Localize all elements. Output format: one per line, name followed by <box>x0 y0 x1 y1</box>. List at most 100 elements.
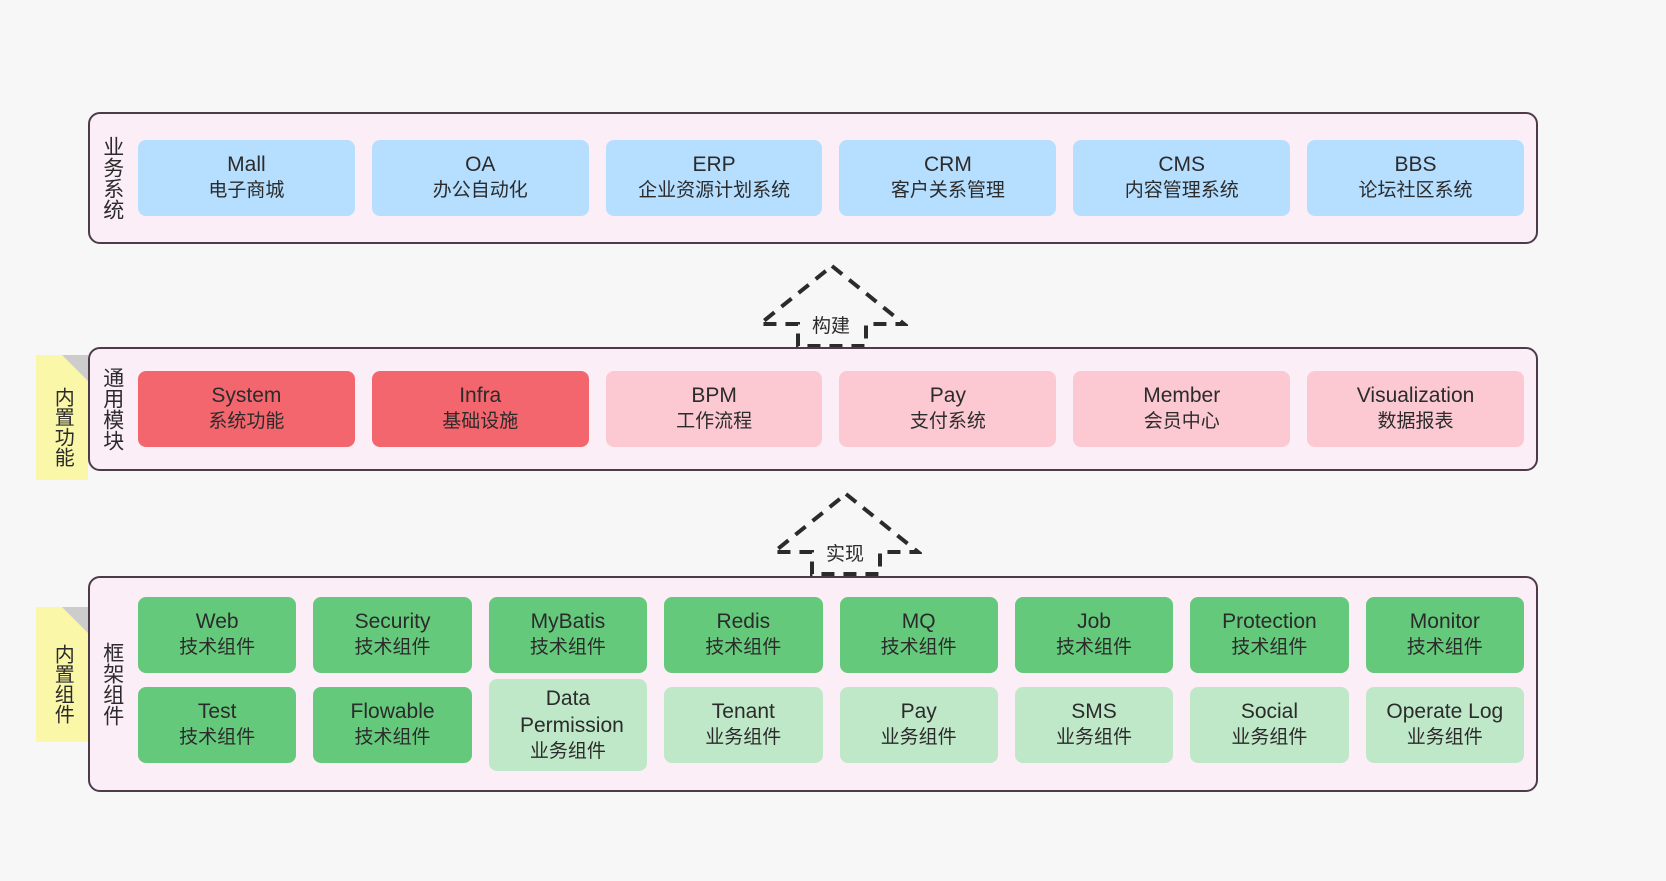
arrow-implement-shape <box>768 491 924 576</box>
card-visualization-desc: 数据报表 <box>1377 411 1454 433</box>
card-flowable-name: Flowable <box>350 700 435 724</box>
card-cms[interactable]: CMS 内容管理系统 <box>1073 140 1291 216</box>
card-tenant[interactable]: Tenant 业务组件 <box>664 687 823 763</box>
card-mq-name: MQ <box>901 610 936 634</box>
card-redis-desc: 技术组件 <box>705 637 782 659</box>
card-bbs[interactable]: BBS 论坛社区系统 <box>1307 140 1524 216</box>
common-module-title: 通用模块 <box>100 367 124 451</box>
card-redis-name: Redis <box>716 610 771 634</box>
business-system-body: Mall 电子商城 OA 办公自动化 ERP 企业资源计划系统 CRM 客户关系… <box>134 114 1536 242</box>
card-member-name: Member <box>1143 384 1221 408</box>
card-crm[interactable]: CRM 客户关系管理 <box>839 140 1057 216</box>
card-pay-component[interactable]: Pay 业务组件 <box>839 687 998 763</box>
card-security-desc: 技术组件 <box>354 637 431 659</box>
card-mall-name: Mall <box>227 153 266 177</box>
card-mq[interactable]: MQ 技术组件 <box>839 597 998 673</box>
card-crm-desc: 客户关系管理 <box>890 180 1005 202</box>
business-system-title: 业务系统 <box>100 136 124 220</box>
card-data-permission-name: Data Permission <box>519 686 624 737</box>
common-module-section: 通用模块 System 系统功能 Infra 基础设施 BPM 工作流程 Pay… <box>88 347 1538 471</box>
card-infra-name: Infra <box>459 384 502 408</box>
card-social[interactable]: Social 业务组件 <box>1190 687 1349 763</box>
card-web-name: Web <box>195 610 239 634</box>
card-monitor-desc: 技术组件 <box>1406 637 1483 659</box>
card-redis[interactable]: Redis 技术组件 <box>664 597 823 673</box>
arrow-implement-label: 实现 <box>826 544 865 565</box>
card-mybatis-name: MyBatis <box>530 610 606 634</box>
card-bbs-desc: 论坛社区系统 <box>1358 180 1473 202</box>
arrow-build-shape <box>754 263 910 348</box>
card-bpm[interactable]: BPM 工作流程 <box>605 371 823 447</box>
card-operate-log-name: Operate Log <box>1386 700 1504 724</box>
note-builtin-features: 内置功能 <box>36 355 88 480</box>
card-infra-desc: 基础设施 <box>442 411 519 433</box>
framework-row-technical: Web 技术组件 Security 技术组件 MyBatis 技术组件 Redi… <box>138 597 1524 673</box>
card-security[interactable]: Security 技术组件 <box>313 597 472 673</box>
card-system[interactable]: System 系统功能 <box>138 371 355 447</box>
card-erp-desc: 企业资源计划系统 <box>638 180 791 202</box>
card-oa-name: OA <box>465 153 496 177</box>
card-security-name: Security <box>354 610 431 634</box>
arrow-build: 构建 <box>754 262 910 348</box>
framework-component-section: 框架组件 Web 技术组件 Security 技术组件 MyBatis 技术组件… <box>88 576 1538 792</box>
card-mall[interactable]: Mall 电子商城 <box>138 140 355 216</box>
arrow-implement: 实现 <box>768 490 924 576</box>
card-web-desc: 技术组件 <box>179 637 256 659</box>
card-protection[interactable]: Protection 技术组件 <box>1190 597 1349 673</box>
card-oa-desc: 办公自动化 <box>432 180 528 202</box>
card-pay-module[interactable]: Pay 支付系统 <box>839 371 1057 447</box>
card-job-desc: 技术组件 <box>1056 637 1133 659</box>
card-flowable[interactable]: Flowable 技术组件 <box>313 687 472 763</box>
card-bpm-name: BPM <box>691 384 737 408</box>
card-test[interactable]: Test 技术组件 <box>138 687 297 763</box>
card-mybatis[interactable]: MyBatis 技术组件 <box>488 597 648 673</box>
card-job[interactable]: Job 技术组件 <box>1014 597 1174 673</box>
card-job-name: Job <box>1077 610 1111 634</box>
card-monitor[interactable]: Monitor 技术组件 <box>1365 597 1524 673</box>
card-operate-log[interactable]: Operate Log 业务组件 <box>1365 687 1524 763</box>
card-oa[interactable]: OA 办公自动化 <box>371 140 589 216</box>
business-system-row: Mall 电子商城 OA 办公自动化 ERP 企业资源计划系统 CRM 客户关系… <box>138 140 1524 216</box>
card-crm-name: CRM <box>923 153 972 177</box>
card-sms-name: SMS <box>1071 700 1117 724</box>
card-pay-module-name: Pay <box>929 384 966 408</box>
card-bbs-name: BBS <box>1394 153 1437 177</box>
framework-component-title: 框架组件 <box>100 642 124 726</box>
card-data-permission-desc: 业务组件 <box>529 740 606 762</box>
card-mybatis-desc: 技术组件 <box>529 637 606 659</box>
card-test-desc: 技术组件 <box>179 727 256 749</box>
card-erp-name: ERP <box>692 153 736 177</box>
card-sms-desc: 业务组件 <box>1056 727 1133 749</box>
note-builtin-components: 内置组件 <box>36 607 88 742</box>
card-sms[interactable]: SMS 业务组件 <box>1014 687 1174 763</box>
card-monitor-name: Monitor <box>1409 610 1480 634</box>
arrow-build-label: 构建 <box>812 316 851 337</box>
card-tenant-desc: 业务组件 <box>705 727 782 749</box>
business-system-section: 业务系统 Mall 电子商城 OA 办公自动化 ERP 企业资源计划系统 CRM… <box>88 112 1538 244</box>
card-data-permission[interactable]: Data Permission 业务组件 <box>488 679 648 771</box>
card-visualization[interactable]: Visualization 数据报表 <box>1307 371 1524 447</box>
card-social-name: Social <box>1240 700 1299 724</box>
card-pay-component-desc: 业务组件 <box>880 727 957 749</box>
card-erp[interactable]: ERP 企业资源计划系统 <box>605 140 823 216</box>
card-bpm-desc: 工作流程 <box>676 411 753 433</box>
card-mall-desc: 电子商城 <box>208 180 285 202</box>
card-tenant-name: Tenant <box>711 700 775 724</box>
common-module-row: System 系统功能 Infra 基础设施 BPM 工作流程 Pay 支付系统… <box>138 371 1524 447</box>
card-web[interactable]: Web 技术组件 <box>138 597 297 673</box>
card-protection-name: Protection <box>1222 610 1317 634</box>
card-member[interactable]: Member 会员中心 <box>1073 371 1291 447</box>
card-cms-desc: 内容管理系统 <box>1124 180 1239 202</box>
card-infra[interactable]: Infra 基础设施 <box>371 371 589 447</box>
card-operate-log-desc: 业务组件 <box>1406 727 1483 749</box>
card-pay-component-name: Pay <box>900 700 937 724</box>
card-mq-desc: 技术组件 <box>880 637 957 659</box>
card-member-desc: 会员中心 <box>1143 411 1220 433</box>
card-cms-name: CMS <box>1158 153 1206 177</box>
card-pay-module-desc: 支付系统 <box>909 411 986 433</box>
common-module-body: System 系统功能 Infra 基础设施 BPM 工作流程 Pay 支付系统… <box>134 349 1536 469</box>
card-flowable-desc: 技术组件 <box>354 727 431 749</box>
card-system-name: System <box>211 384 282 408</box>
card-protection-desc: 技术组件 <box>1231 637 1308 659</box>
note-builtin-features-label: 内置功能 <box>51 386 74 467</box>
